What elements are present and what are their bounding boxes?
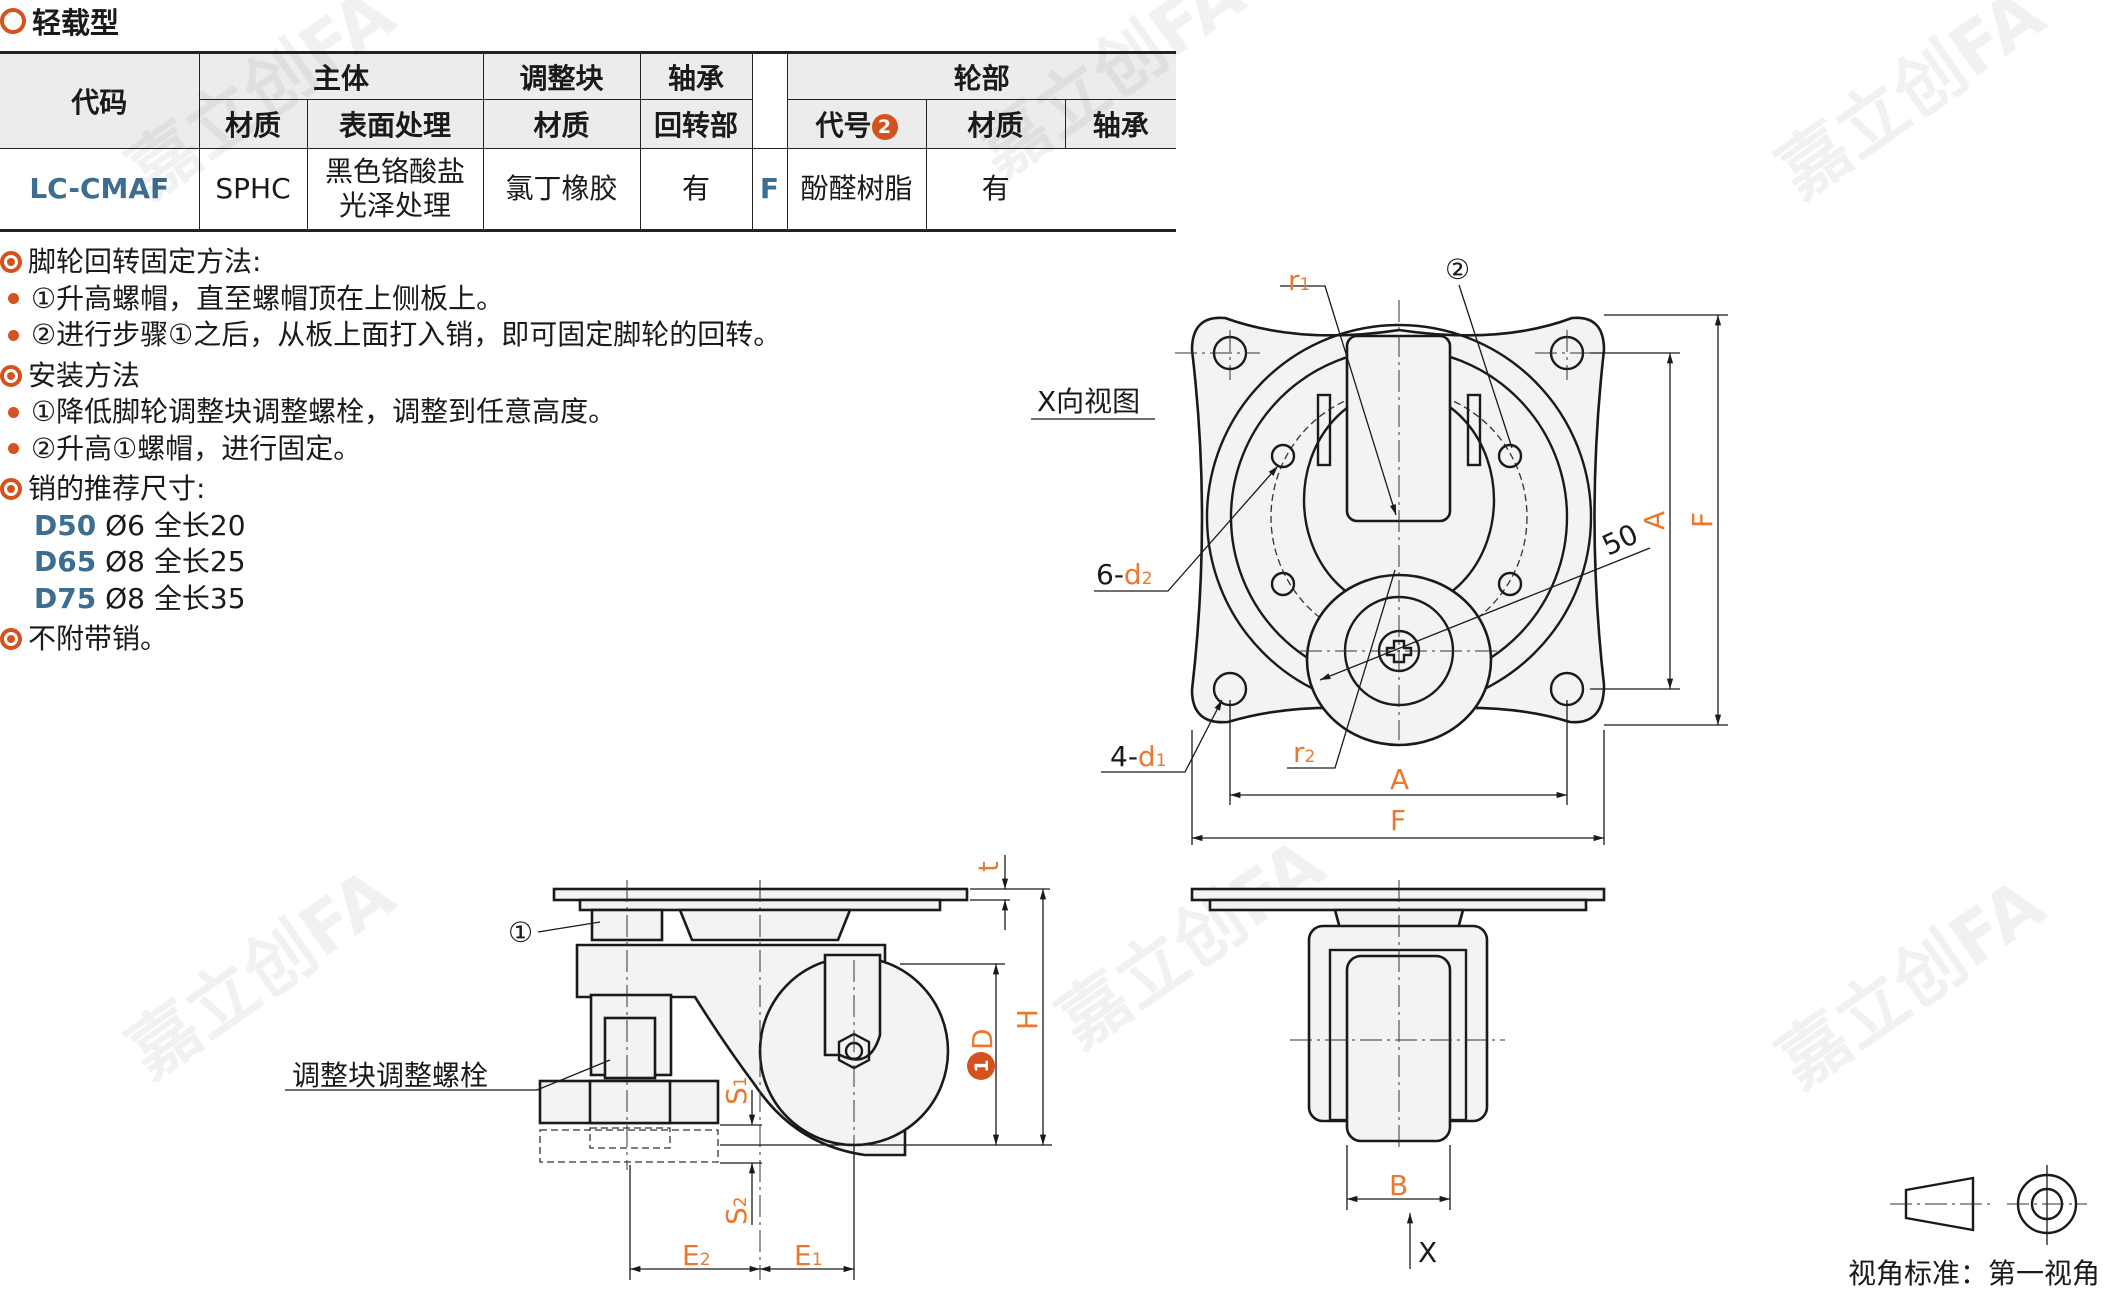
top-view: X向视图 r1 ② 6-d2 4-d1 r2 50 A F A F bbox=[1031, 253, 1728, 845]
badge-number: 1 bbox=[971, 1059, 993, 1072]
number-badge: 2 bbox=[871, 114, 898, 140]
notes: 脚轮回转固定方法: ①升高螺帽，直至螺帽顶在上侧板上。 ②进行步骤①之后，从板上… bbox=[0, 240, 781, 658]
header-bearing: 轴承 bbox=[639, 52, 753, 100]
install-title: 安装方法 bbox=[28, 358, 141, 392]
watermark: 嘉立创FA 嘉立创FA 嘉立创FA 嘉立创FA 嘉立创FA 嘉立创FA bbox=[113, 0, 2059, 1104]
pin-wheel-size: D65 bbox=[34, 545, 97, 578]
target-bullet-icon bbox=[0, 478, 22, 501]
projection-label: 视角标准：第一视角 bbox=[1848, 1257, 2100, 1290]
side-view: ① 调整块调整螺栓 t H D 1 S1 S2 E2 E1 bbox=[285, 855, 1052, 1280]
header-body-material: 材质 bbox=[199, 99, 308, 149]
surface-line2: 光泽处理 bbox=[338, 189, 451, 222]
pin-wheel-size: D75 bbox=[34, 581, 97, 615]
dim-B: B bbox=[1389, 1169, 1408, 1202]
no-pin-note: 不附带销。 bbox=[28, 622, 169, 655]
lock-step: ①升高螺帽，直至螺帽顶在上侧板上。 bbox=[31, 281, 505, 315]
header-wheel: 轮部 bbox=[786, 52, 1176, 100]
surface-line1: 黑色铬酸盐 bbox=[324, 155, 465, 188]
pin-spec: Ø8 全长25 bbox=[105, 545, 246, 578]
dim-S1: S1 bbox=[720, 1076, 753, 1105]
table-row: LC-CMAF SPHC 黑色铬酸盐光泽处理 氯丁橡胶 有 F 酚醛树脂 有 bbox=[0, 148, 1176, 231]
pin-holes bbox=[1270, 443, 1523, 597]
cell-code[interactable]: LC-CMAF bbox=[0, 148, 200, 231]
header-bearing-swivel: 回转部 bbox=[639, 99, 753, 149]
header-adjust-block: 调整块 bbox=[482, 52, 641, 100]
title-text: 轻载型 bbox=[32, 6, 120, 40]
label-r2: r2 bbox=[1293, 736, 1315, 769]
target-bullet-icon bbox=[0, 628, 22, 651]
install-step: ①降低脚轮调整块调整螺栓，调整到任意高度。 bbox=[31, 395, 617, 428]
number-badge bbox=[967, 1052, 995, 1080]
dim-S2: S2 bbox=[720, 1196, 753, 1225]
dot-bullet-icon bbox=[8, 329, 19, 341]
dim-E1: E1 bbox=[794, 1239, 823, 1272]
cell-bearing-swivel: 有 bbox=[639, 148, 753, 231]
label-6-d2: 6-d2 bbox=[1096, 558, 1153, 591]
view-x-label: X向视图 bbox=[1037, 385, 1140, 418]
lock-step: ②进行步骤①之后，从板上面打入销，即可固定脚轮的回转。 bbox=[31, 318, 782, 351]
adjust-bolt-label: 调整块调整螺栓 bbox=[292, 1059, 488, 1092]
cell-adjust-material: 氯丁橡胶 bbox=[482, 148, 641, 231]
target-bullet-icon bbox=[0, 364, 22, 387]
wheel-code-label: 代号 bbox=[815, 109, 872, 142]
dim-F-vertical: F bbox=[1686, 512, 1719, 528]
cell-wheel-bearing: 有 bbox=[925, 148, 1065, 231]
callout-1: ① bbox=[508, 916, 533, 949]
header-body-surface: 表面处理 bbox=[306, 99, 484, 149]
dim-A-vertical: A bbox=[1638, 511, 1671, 530]
dim-F: F bbox=[1390, 804, 1406, 837]
dot-bullet-icon bbox=[8, 443, 19, 455]
dim-H: H bbox=[1011, 1009, 1044, 1030]
header-wheel-bearing: 轴承 bbox=[1064, 99, 1176, 149]
label-r1: r1 bbox=[1288, 264, 1310, 297]
front-view: B X bbox=[1190, 880, 1606, 1269]
cell-wheel-material: 酚醛树脂 bbox=[786, 148, 927, 231]
dim-E2: E2 bbox=[682, 1239, 711, 1272]
dim-50: 50 bbox=[1597, 517, 1643, 562]
install-step: ②升高①螺帽，进行固定。 bbox=[31, 431, 362, 465]
svg-text:嘉立创FA: 嘉立创FA bbox=[113, 852, 409, 1094]
svg-text:嘉立创FA: 嘉立创FA bbox=[1763, 0, 2059, 214]
svg-text:嘉立创FA: 嘉立创FA bbox=[1043, 822, 1339, 1064]
first-angle-projection-icon bbox=[1890, 1165, 2087, 1245]
cell-wheel-code[interactable]: F bbox=[751, 148, 788, 231]
dim-t: t bbox=[972, 861, 1005, 872]
view-direction-x: X bbox=[1418, 1236, 1437, 1269]
dot-bullet-icon bbox=[8, 293, 19, 305]
header-code: 代码 bbox=[0, 52, 200, 149]
callout-2: ② bbox=[1445, 253, 1470, 286]
dim-A: A bbox=[1390, 763, 1409, 796]
pin-spec: Ø6 全长20 bbox=[105, 508, 246, 542]
label-4-d1: 4-d1 bbox=[1110, 740, 1167, 773]
cell-body-material: SPHC bbox=[198, 148, 308, 231]
dot-bullet-icon bbox=[8, 406, 19, 418]
lock-title: 脚轮回转固定方法: bbox=[28, 245, 262, 278]
svg-text:嘉立创FA: 嘉立创FA bbox=[113, 0, 409, 214]
pin-title: 销的推荐尺寸: bbox=[28, 472, 206, 505]
cell-body-surface: 黑色铬酸盐光泽处理 bbox=[306, 148, 484, 231]
svg-text:嘉立创FA: 嘉立创FA bbox=[1763, 862, 2059, 1104]
pin-wheel-size: D50 bbox=[34, 508, 97, 542]
dim-D: D bbox=[966, 1028, 999, 1050]
section-title: 轻载型 bbox=[0, 0, 119, 42]
pin-spec: Ø8 全长35 bbox=[105, 581, 246, 615]
svg-text:嘉立创FA: 嘉立创FA bbox=[963, 0, 1259, 194]
target-bullet-icon bbox=[0, 251, 22, 274]
header-body: 主体 bbox=[198, 52, 484, 100]
circle-bullet-icon bbox=[0, 8, 26, 34]
